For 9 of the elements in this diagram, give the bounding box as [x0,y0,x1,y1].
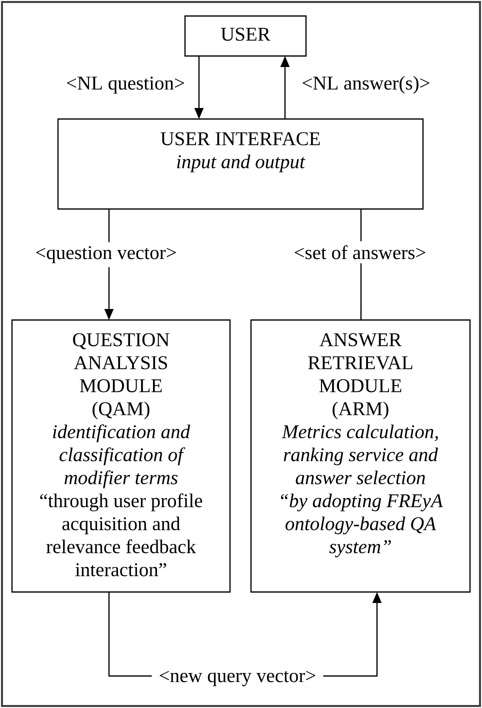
process-box: QUESTION ANALYSIS MODULE (QAM) identification and classification of modifier terms “through user profile acquisition and relevance feedback interaction” [11,319,231,593]
process-box: USER [184,15,307,57]
edge-label: <question vector> [28,242,184,268]
edge-label: <new query vector> [152,666,324,690]
edge-label: <NL answer(s)> [302,76,430,94]
edge-label: <NL question> [67,76,184,94]
edge-label: <set of answers> [286,241,434,264]
process-box: USER INTERFACE input and output [57,118,424,210]
process-box: ANSWER RETRIEVAL MODULE (ARM) Metrics calculation, ranking service and answer selection “by adopting FREyA ontology-based QA system” [250,319,471,593]
